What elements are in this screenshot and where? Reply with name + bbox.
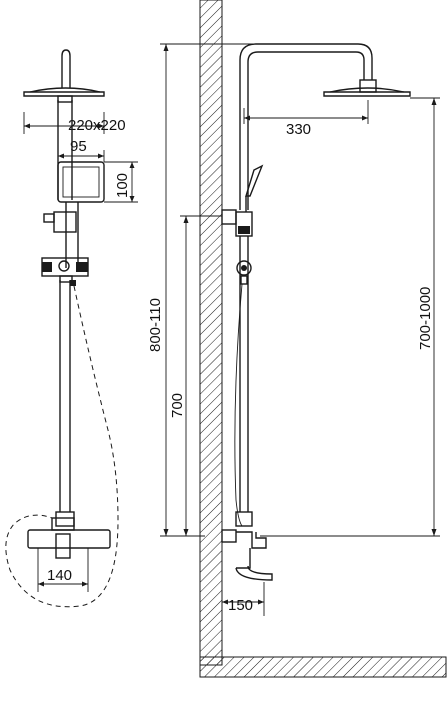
bar-height-dimension: 700 [169, 215, 222, 536]
arm-length-label: 330 [286, 121, 311, 138]
total-height-dimension: 800-110 [147, 43, 262, 537]
front-hand-shower [57, 161, 105, 268]
front-riser-rail [41, 100, 89, 527]
adjustable-height-label: 700-1000 [417, 287, 434, 350]
front-shower-head [23, 49, 105, 103]
side-mixer-valve [221, 511, 273, 581]
hand-width-dimension: 95 [57, 138, 105, 162]
side-hose [234, 283, 243, 527]
head-size-dimension: 220x220 [23, 112, 126, 134]
front-mixer-valve [27, 517, 111, 559]
hand-width-label: 95 [70, 138, 87, 155]
valve-width-dimension: 140 [37, 548, 89, 592]
wall [199, 0, 447, 678]
total-height-label: 800-110 [147, 298, 164, 352]
side-top-bracket [221, 209, 253, 237]
adjustable-height-dimension: 700-1000 [260, 97, 440, 537]
hand-height-dimension: 100 [104, 161, 138, 203]
head-size-label: 220x220 [68, 117, 126, 134]
valve-width-label: 140 [47, 567, 72, 584]
wall-offset-label: 150 [228, 597, 253, 614]
bar-height-label: 700 [169, 393, 186, 418]
wall-offset-dimension: 150 [221, 568, 265, 616]
side-shower-head [323, 79, 411, 97]
hand-height-label: 100 [114, 173, 131, 198]
side-slider [236, 260, 252, 285]
front-view: 220x220 95 100 [5, 49, 138, 608]
arm-length-dimension: 330 [243, 100, 369, 138]
side-riser [239, 236, 249, 512]
floor-section [199, 656, 447, 678]
front-hose [5, 285, 119, 608]
side-hand-shower [245, 164, 264, 212]
wall-section [199, 0, 223, 666]
side-view: 330 [169, 43, 440, 616]
shower-arm [239, 43, 373, 210]
